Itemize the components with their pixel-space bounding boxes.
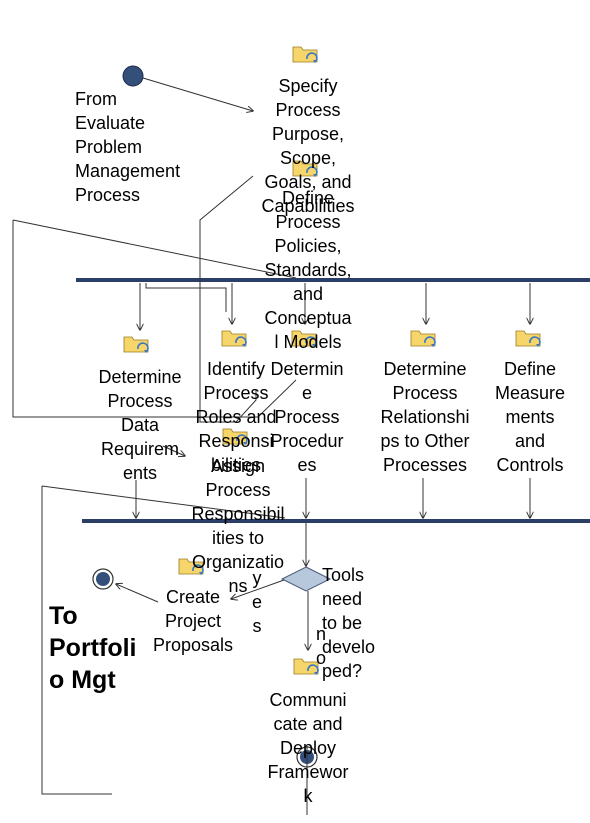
connectors bbox=[12, 77, 530, 815]
join-bar bbox=[82, 519, 590, 523]
activity-icon bbox=[515, 330, 541, 347]
activity-measurements-controls: Define Measure ments and Controls bbox=[494, 359, 566, 475]
activity-icon bbox=[123, 336, 149, 353]
activity-communicate-deploy: Communi cate and Deploy Framewor k bbox=[267, 690, 349, 806]
decision-diamond bbox=[280, 566, 332, 592]
activity-icon bbox=[222, 428, 248, 445]
activity-icon bbox=[178, 558, 204, 575]
activity-process-relationships: Determine Process Relationshi ps to Othe… bbox=[380, 359, 470, 475]
activity-icon bbox=[293, 658, 319, 675]
activity-icon bbox=[292, 46, 318, 63]
activity-specify-purpose: Specify Process Purpose, Scope, Goals, a… bbox=[261, 76, 355, 216]
end-node-portfolio bbox=[92, 568, 114, 590]
fork-bar bbox=[76, 278, 590, 282]
start-node bbox=[122, 65, 144, 87]
decision-yes-label: y e s bbox=[251, 568, 262, 636]
start-label: From Evaluate Problem Management Process bbox=[75, 89, 181, 205]
activity-determine-procedures: Determin e Process Procedur es bbox=[270, 359, 344, 475]
activity-assign-responsibilities: Assign Process Responsibil ities to Orga… bbox=[191, 456, 285, 596]
activity-icon bbox=[221, 330, 247, 347]
decision-no-label: n o bbox=[315, 624, 326, 668]
activity-icon bbox=[410, 330, 436, 347]
decision-question: Tools need to be develo ped? bbox=[322, 565, 376, 681]
activity-icon bbox=[291, 330, 317, 347]
end-label-portfolio: To Portfoli o Mgt bbox=[49, 602, 137, 694]
activity-data-requirements: Determine Process Data Requirem ents bbox=[98, 367, 182, 483]
activity-identify-roles: Identify Process Roles and Responsi bili… bbox=[195, 359, 277, 475]
activity-icon bbox=[292, 160, 318, 177]
activity-create-proposals: Create Project Proposals bbox=[153, 587, 234, 655]
activity-define-policies: Define Process Policies, Standards, and … bbox=[264, 188, 352, 352]
